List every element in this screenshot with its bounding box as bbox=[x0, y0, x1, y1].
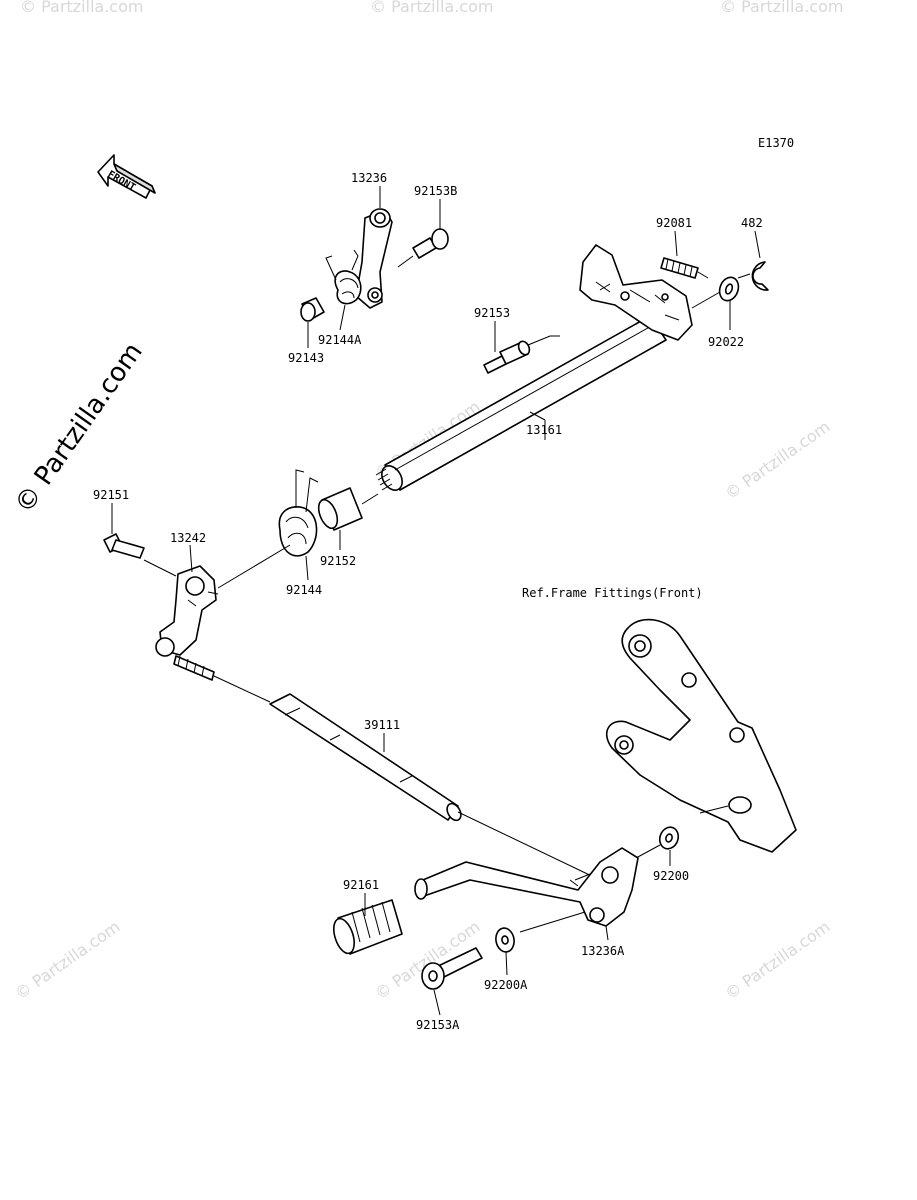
label-92161[interactable]: 92161 bbox=[343, 878, 379, 892]
bolt-92151 bbox=[103, 533, 177, 577]
label-92143[interactable]: 92143 bbox=[288, 351, 324, 365]
label-482[interactable]: 482 bbox=[741, 216, 763, 230]
spring-92144 bbox=[278, 469, 319, 557]
spring-92144A bbox=[325, 249, 362, 305]
watermark: © Partzilla.com bbox=[11, 917, 123, 1003]
shift-shaft-13161 bbox=[375, 244, 693, 491]
collar-92143 bbox=[300, 297, 325, 322]
tie-rod-end bbox=[173, 655, 271, 703]
bush-92152 bbox=[317, 487, 379, 531]
label-92153B[interactable]: 92153B bbox=[414, 184, 457, 198]
label-92200A[interactable]: 92200A bbox=[484, 978, 528, 992]
rod-39111 bbox=[269, 693, 601, 881]
label-92022[interactable]: 92022 bbox=[708, 335, 744, 349]
label-92151[interactable]: 92151 bbox=[93, 488, 129, 502]
shift-arm-13242 bbox=[155, 544, 291, 657]
label-13236A[interactable]: 13236A bbox=[581, 944, 625, 958]
lever-13236 bbox=[355, 208, 393, 309]
washer-92200 bbox=[635, 826, 680, 859]
label-92081[interactable]: 92081 bbox=[656, 216, 692, 230]
label-92144[interactable]: 92144 bbox=[286, 583, 322, 597]
watermark: © Partzilla.com bbox=[721, 417, 833, 503]
label-13242[interactable]: 13242 bbox=[170, 531, 206, 545]
leader-lines bbox=[111, 186, 761, 1016]
washer-92022 bbox=[691, 276, 740, 309]
watermark: © Partzilla.com bbox=[20, 0, 143, 16]
label-92200[interactable]: 92200 bbox=[653, 869, 689, 883]
label-13161[interactable]: 13161 bbox=[526, 423, 562, 437]
frame-fitting-ref bbox=[606, 618, 797, 853]
label-92153[interactable]: 92153 bbox=[474, 306, 510, 320]
label-92144A[interactable]: 92144A bbox=[318, 333, 362, 347]
watermarks: © Partzilla.com © Partzilla.com © Partzi… bbox=[11, 0, 843, 1003]
bolt-92153A bbox=[421, 947, 483, 990]
watermark: © Partzilla.com bbox=[370, 0, 493, 16]
part-labels: 13236 92153B 92081 482 92144A 92143 9215… bbox=[93, 171, 763, 1032]
circlip-482 bbox=[737, 261, 769, 291]
washer-92200A bbox=[495, 927, 515, 953]
shift-pedal-13236A bbox=[414, 847, 639, 933]
watermark: © Partzilla.com bbox=[720, 0, 843, 16]
label-92153A[interactable]: 92153A bbox=[416, 1018, 460, 1032]
bolt-92153B bbox=[397, 228, 449, 268]
spring-92081 bbox=[660, 257, 709, 279]
bolt-92153 bbox=[483, 335, 560, 374]
label-92152[interactable]: 92152 bbox=[320, 554, 356, 568]
ref-note: Ref.Frame Fittings(Front) bbox=[522, 586, 703, 600]
label-13236[interactable]: 13236 bbox=[351, 171, 387, 185]
front-arrow-icon: FRONT bbox=[97, 154, 156, 199]
watermark: © Partzilla.com bbox=[721, 917, 833, 1003]
rubber-92161 bbox=[332, 899, 403, 955]
diagram-code: E1370 bbox=[758, 136, 794, 150]
label-39111[interactable]: 39111 bbox=[364, 718, 400, 732]
